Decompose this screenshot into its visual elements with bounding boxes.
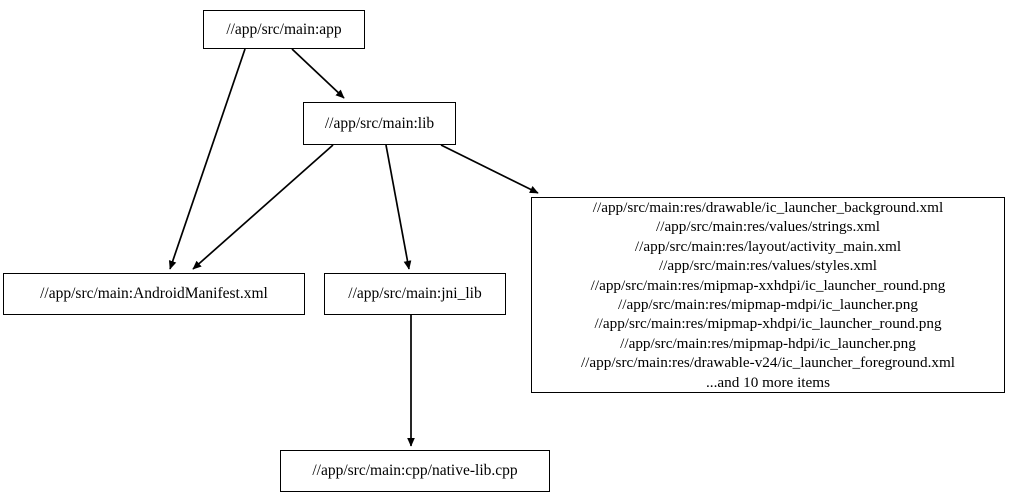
graph-node-android-manifest-label: //app/src/main:AndroidManifest.xml: [40, 285, 268, 303]
edge-lib-to-jni-lib: [385, 144, 412, 270]
graph-node-app-label: //app/src/main:app: [226, 20, 342, 38]
graph-node-res-group-label: //app/src/main:res/drawable/ic_launcher_…: [580, 198, 956, 391]
edge-lib-to-res: [440, 144, 539, 194]
graph-node-app[interactable]: //app/src/main:app: [203, 10, 365, 49]
graph-node-native-lib-cpp-label: //app/src/main:cpp/native-lib.cpp: [312, 462, 518, 480]
edge-app-to-lib: [291, 48, 345, 99]
graph-node-lib-label: //app/src/main:lib: [324, 114, 435, 132]
graph-node-res-group[interactable]: //app/src/main:res/drawable/ic_launcher_…: [531, 197, 1005, 393]
graph-node-native-lib-cpp[interactable]: //app/src/main:cpp/native-lib.cpp: [280, 450, 550, 492]
edge-app-to-manifest: [168, 48, 246, 270]
graph-node-android-manifest[interactable]: //app/src/main:AndroidManifest.xml: [3, 273, 305, 315]
graph-node-jni-lib-label: //app/src/main:jni_lib: [348, 285, 482, 303]
graph-node-lib[interactable]: //app/src/main:lib: [303, 102, 456, 145]
edge-lib-to-manifest: [192, 144, 334, 270]
graph-node-jni-lib[interactable]: //app/src/main:jni_lib: [324, 273, 506, 315]
